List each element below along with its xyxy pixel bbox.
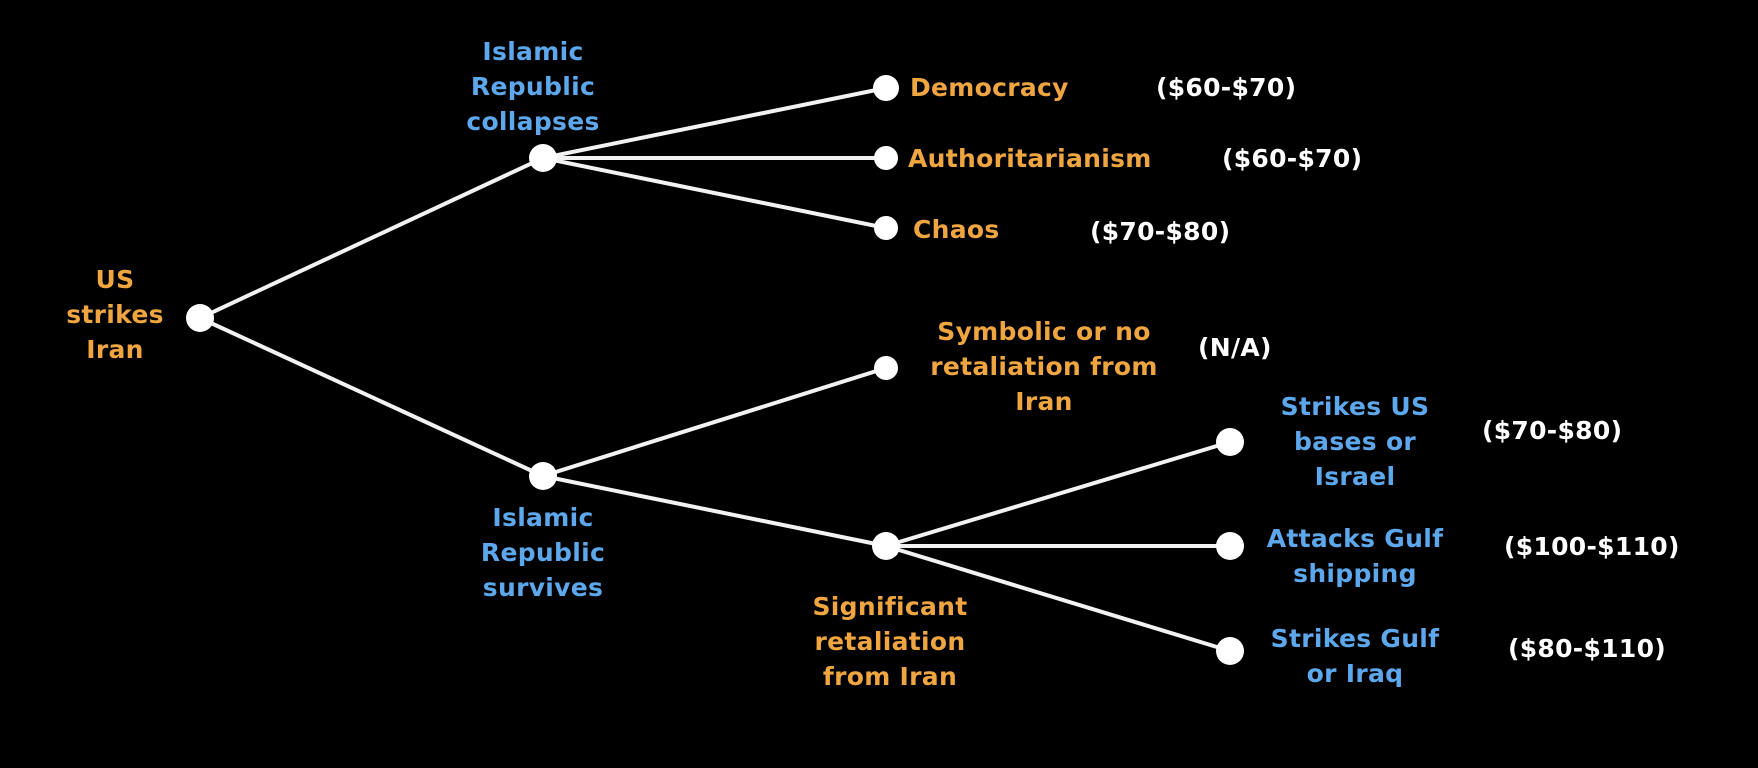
node-survives xyxy=(529,462,557,490)
node-collapses xyxy=(529,144,557,172)
label-collapses: Islamic Republic collapses xyxy=(466,37,600,136)
edge-collapses-chaos xyxy=(541,156,888,230)
label-strikes-us: Strikes US bases or Israel xyxy=(1280,392,1430,491)
label-significant: Significant retaliation from Iran xyxy=(812,592,968,691)
node-authoritarianism xyxy=(874,146,898,170)
price-symbolic: (N/A) xyxy=(1198,333,1272,362)
node-root xyxy=(186,304,214,332)
label-attacks-shipping: Attacks Gulf shipping xyxy=(1266,524,1444,588)
node-strikes-us xyxy=(1216,428,1244,456)
node-significant xyxy=(872,532,900,560)
price-chaos: ($70-$80) xyxy=(1090,217,1231,246)
label-survives: Islamic Republic survives xyxy=(480,503,606,602)
price-strikes-us: ($70-$80) xyxy=(1482,416,1623,445)
price-authoritarianism: ($60-$70) xyxy=(1222,144,1363,173)
price-democracy: ($60-$70) xyxy=(1156,73,1297,102)
edge-root-survives xyxy=(198,316,545,478)
edge-survives-significant xyxy=(541,474,888,548)
node-democracy xyxy=(873,75,899,101)
label-authoritarianism: Authoritarianism xyxy=(908,144,1152,173)
label-strikes-gulf: Strikes Gulf or Iraq xyxy=(1270,624,1440,688)
edge-survives-symbolic xyxy=(541,366,888,478)
node-chaos xyxy=(874,216,898,240)
label-root: US strikes Iran xyxy=(66,265,164,364)
label-chaos: Chaos xyxy=(913,215,1000,244)
price-attacks-shipping: ($100-$110) xyxy=(1504,532,1680,561)
edge-significant-strikes-us xyxy=(884,440,1232,548)
edge-significant-strikes-gulf xyxy=(884,544,1232,653)
node-attacks-shipping xyxy=(1216,532,1244,560)
edge-root-collapses xyxy=(198,156,545,320)
label-symbolic: Symbolic or no retaliation from Iran xyxy=(930,317,1158,416)
node-symbolic xyxy=(874,356,898,380)
node-strikes-gulf xyxy=(1216,637,1244,665)
label-democracy: Democracy xyxy=(910,73,1069,102)
price-strikes-gulf: ($80-$110) xyxy=(1508,634,1666,663)
edge-collapses-democracy xyxy=(541,86,888,160)
